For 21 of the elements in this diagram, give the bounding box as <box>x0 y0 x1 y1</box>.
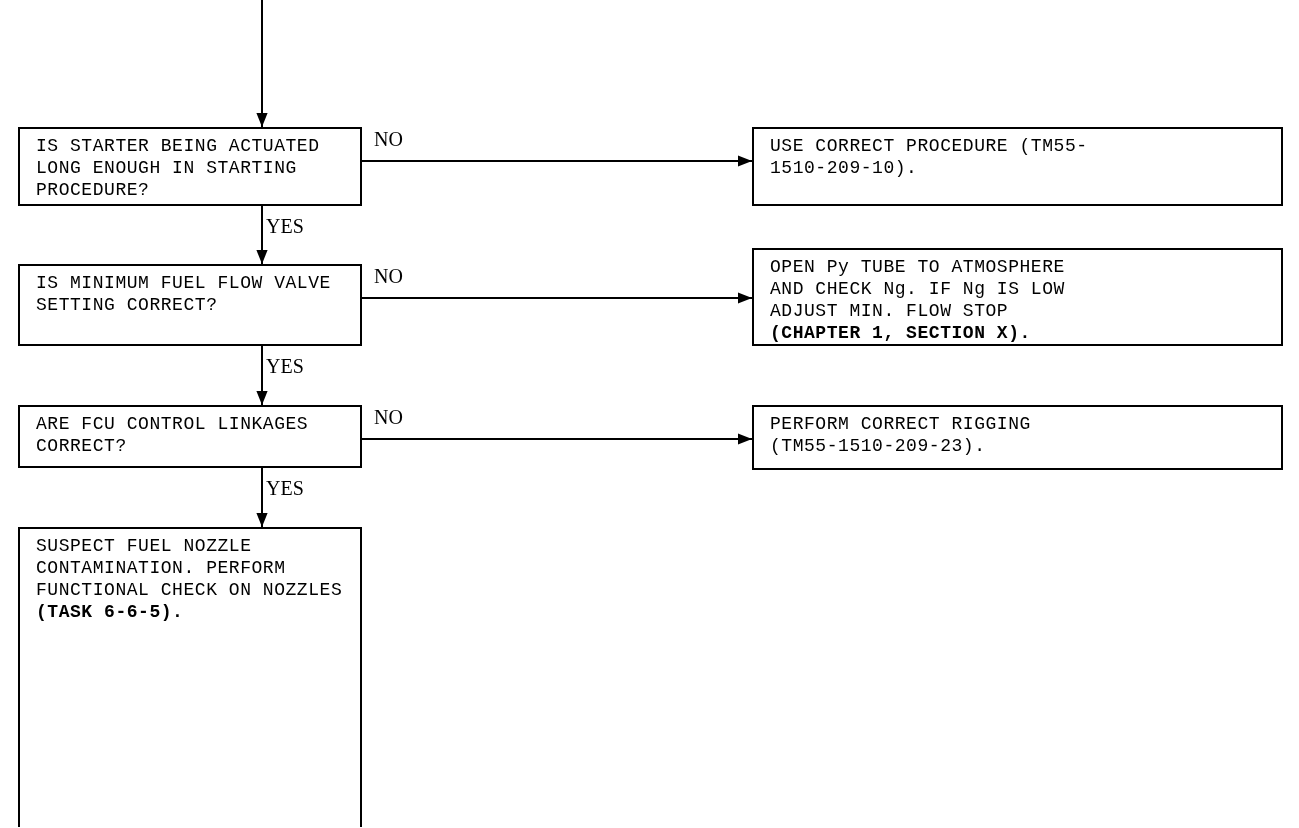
process-box <box>18 264 362 346</box>
process-box <box>18 405 362 468</box>
box-text: PERFORM CORRECT RIGGING (TM55-1510-209-23). <box>770 413 1032 457</box>
box-text: IS MINIMUM FUEL FLOW VALVE SETTING CORRECT? <box>36 272 332 316</box>
arrow <box>256 205 268 265</box>
arrow <box>361 292 753 304</box>
arrow <box>256 0 268 128</box>
process-box <box>752 405 1283 470</box>
box-text: OPEN Py TUBE TO ATMOSPHERE AND CHECK Ng. IF Ng IS LOW ADJUST MIN. FLOW STOP (CHAPTER 1, SECTION X). <box>770 256 1066 344</box>
arrow <box>361 155 753 167</box>
box-text: USE CORRECT PROCEDURE (TM55-1510-209-10). <box>770 135 1089 179</box>
arrow <box>256 467 268 528</box>
process-box <box>752 127 1283 206</box>
process-box <box>18 127 362 206</box>
process-box <box>18 527 362 827</box>
box-text: IS STARTER BEING ACTUATED LONG ENOUGH IN STARTING PROCEDURE? <box>36 135 321 201</box>
arrow <box>361 433 753 445</box>
box-text: SUSPECT FUEL NOZZLE CONTAMINATION. PERFORM FUNCTIONAL CHECK ON NOZZLES (TASK 6-6-5). <box>36 535 344 623</box>
arrow <box>256 345 268 406</box>
box-text: ARE FCU CONTROL LINKAGES CORRECT? <box>36 413 310 457</box>
process-box <box>752 248 1283 346</box>
